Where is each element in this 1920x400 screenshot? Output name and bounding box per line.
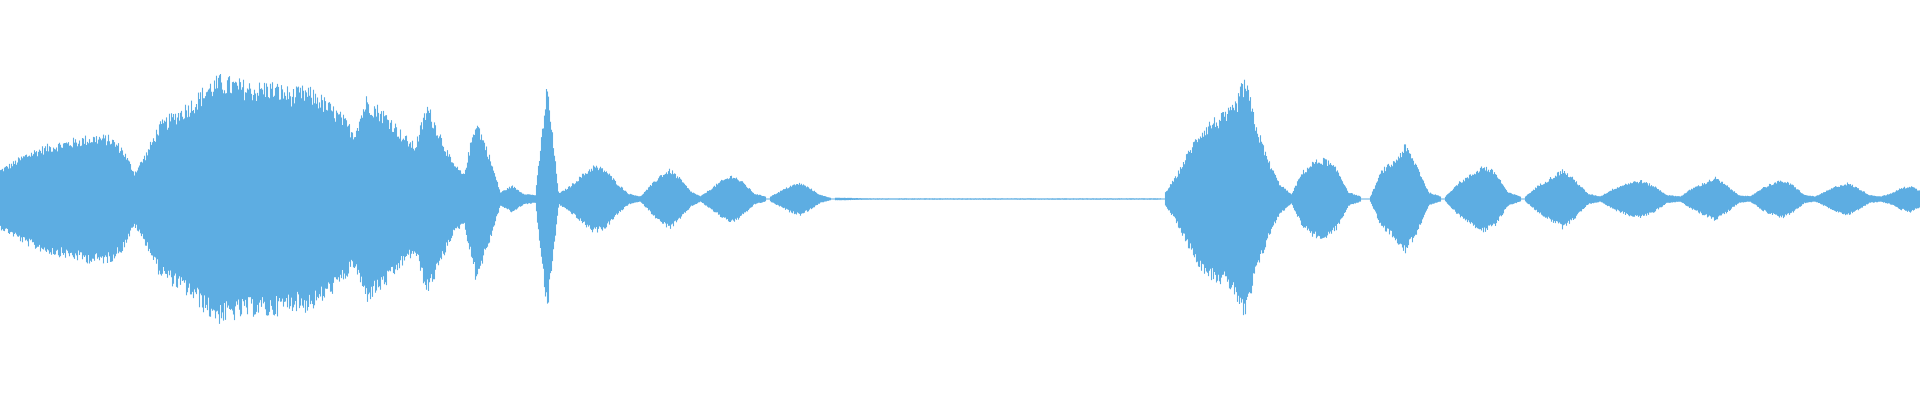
waveform-clip-14: [1749, 180, 1817, 219]
waveform-clip-4: [699, 175, 767, 222]
waveform-clip-7: [1164, 79, 1292, 316]
waveform-clip-9: [1369, 144, 1442, 254]
waveform-segments: [0, 74, 1920, 324]
waveform-clip-3: [639, 168, 702, 229]
waveform-clip-6: [834, 197, 1162, 201]
waveform-clip-11: [1524, 169, 1602, 230]
waveform-clip-16: [1879, 186, 1920, 213]
waveform-clip-2: [499, 89, 642, 304]
waveform-clip-8: [1289, 157, 1362, 239]
waveform-clip-10: [1444, 166, 1522, 233]
waveform-clip-12: [1599, 180, 1682, 218]
waveform-clip-13: [1679, 176, 1752, 221]
waveform-clip-5: [769, 182, 832, 216]
waveform-clip-15: [1814, 182, 1882, 216]
waveform-clip-1: [0, 74, 502, 324]
